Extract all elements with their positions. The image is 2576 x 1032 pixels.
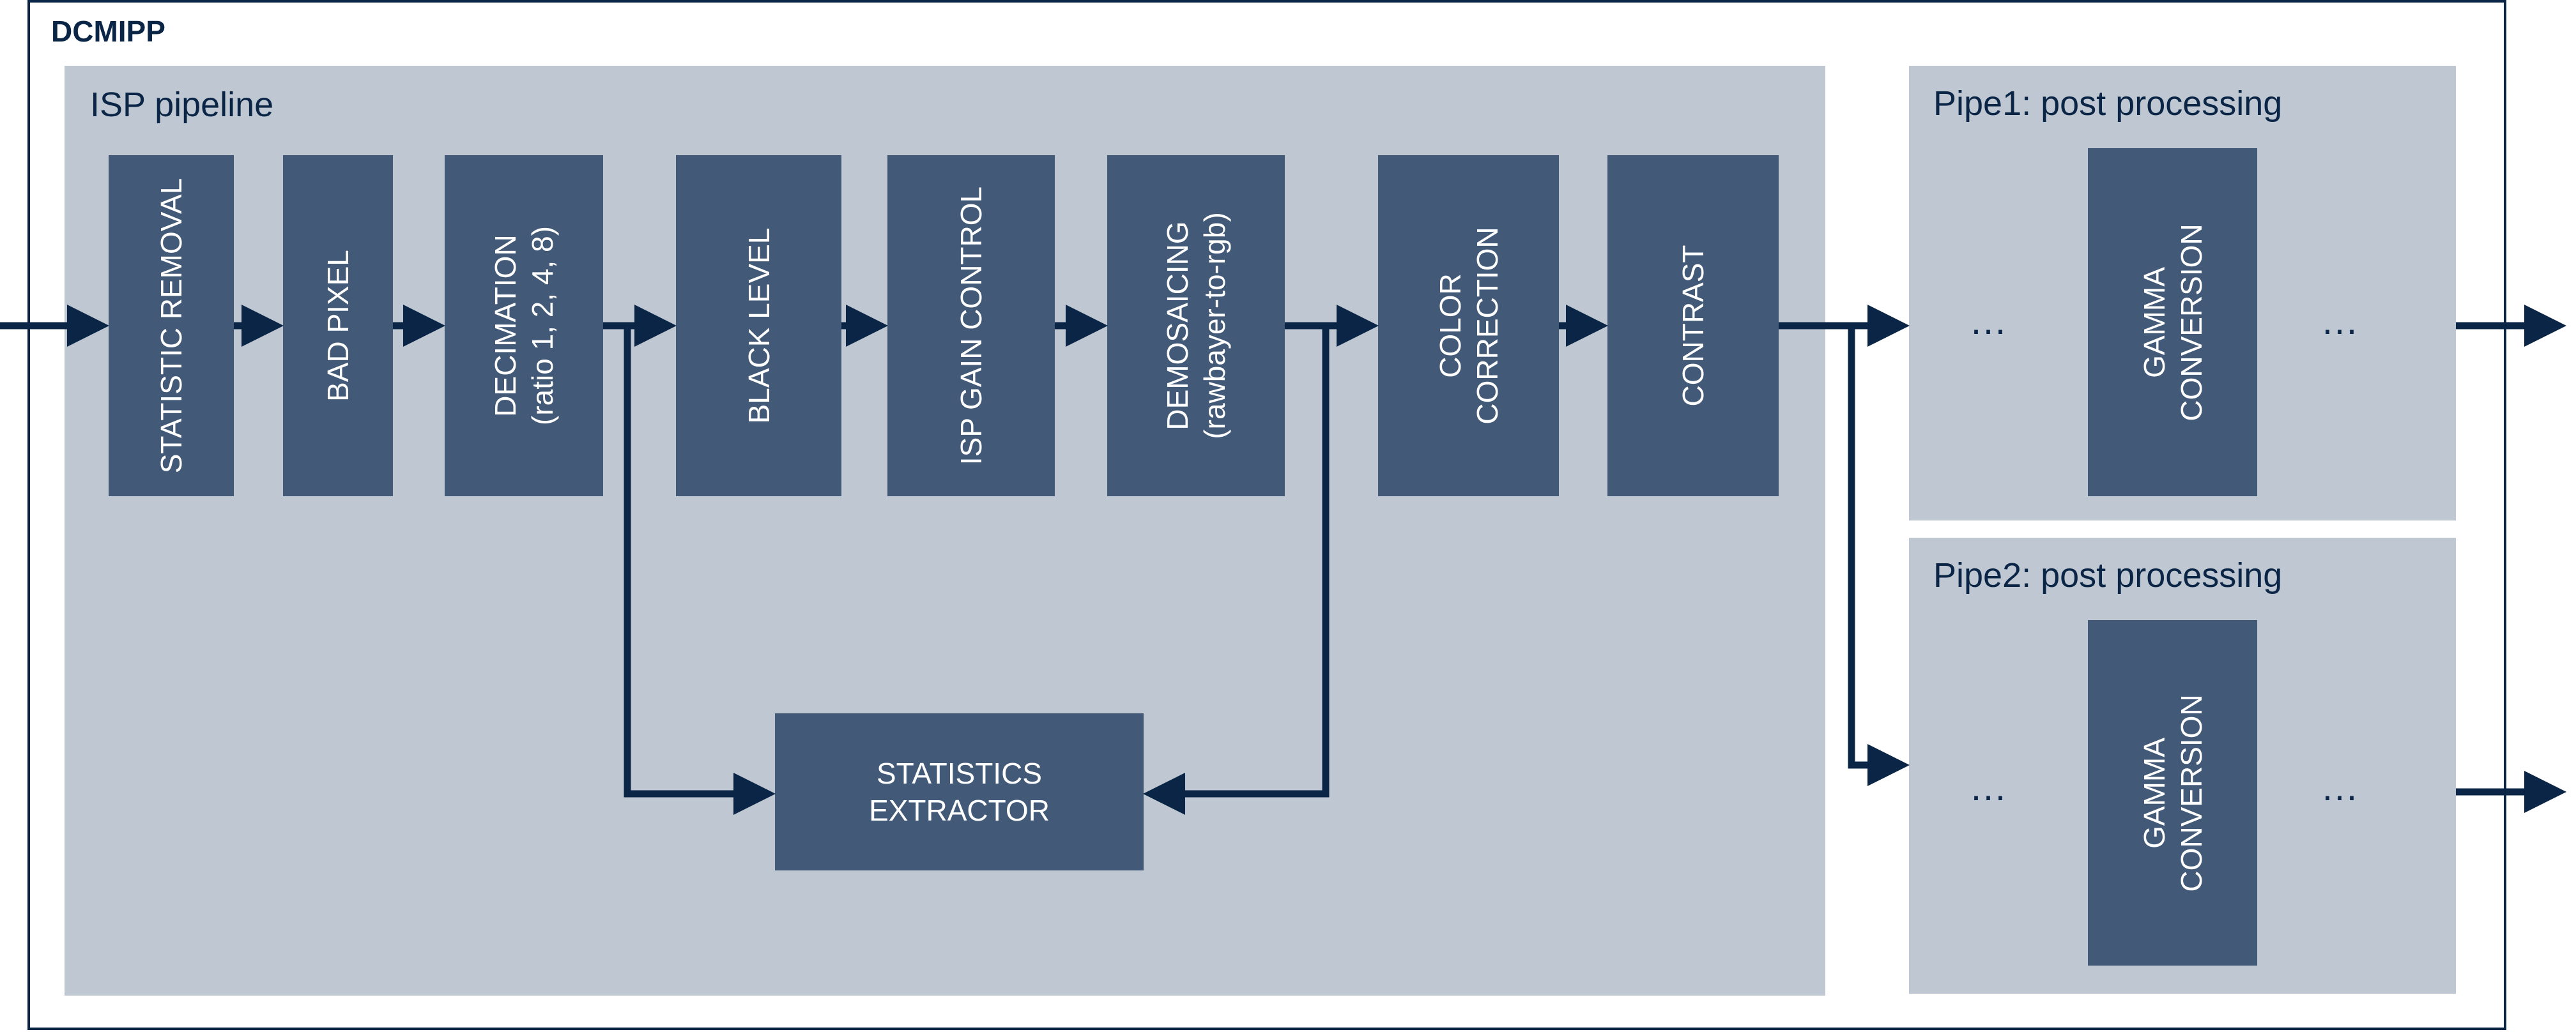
statistic-removal-block: STATISTIC REMOVAL [109, 155, 234, 496]
pipe1-gamma-conversion-block: GAMMA CONVERSION [2088, 148, 2257, 496]
dcmipp-title: DCMIPP [51, 15, 165, 48]
pipe1-dots-left: … [1969, 300, 2011, 342]
block-sublabel: EXTRACTOR [869, 794, 1050, 827]
color-correction-block: COLOR CORRECTION [1378, 155, 1559, 496]
pipe1-dots-right: … [2320, 300, 2363, 342]
black-level-block: BLACK LEVEL [676, 155, 841, 496]
pipe2-dots-right: … [2320, 766, 2363, 808]
dcmipp-frame [27, 0, 2506, 1030]
decimation-block: DECIMATION (ratio 1, 2, 4, 8) [445, 155, 603, 496]
pipe2-title: Pipe2: post processing [1933, 556, 2283, 595]
arrow-decimation-to-statistics [624, 326, 776, 815]
isp-pipeline-title: ISP pipeline [90, 86, 274, 124]
demosaicing-block: DEMOSAICING (rawbayer-to-rgb) [1107, 155, 1285, 496]
bad-pixel-block: BAD PIXEL [283, 155, 393, 496]
pipe1-title: Pipe1: post processing [1933, 84, 2283, 123]
isp-gain-control-block: ISP GAIN CONTROL [887, 155, 1055, 496]
pipe2-gamma-conversion-block: GAMMA CONVERSION [2088, 620, 2257, 966]
contrast-block: CONTRAST [1607, 155, 1779, 496]
pipe2-dots-left: … [1969, 766, 2011, 808]
arrow-demosaicing-to-statistics [1143, 326, 1330, 815]
statistics-extractor-block: STATISTICS EXTRACTOR [775, 713, 1144, 870]
block-label: STATISTICS [877, 757, 1042, 790]
arrow-contrast-to-pipe2 [1848, 326, 1910, 786]
